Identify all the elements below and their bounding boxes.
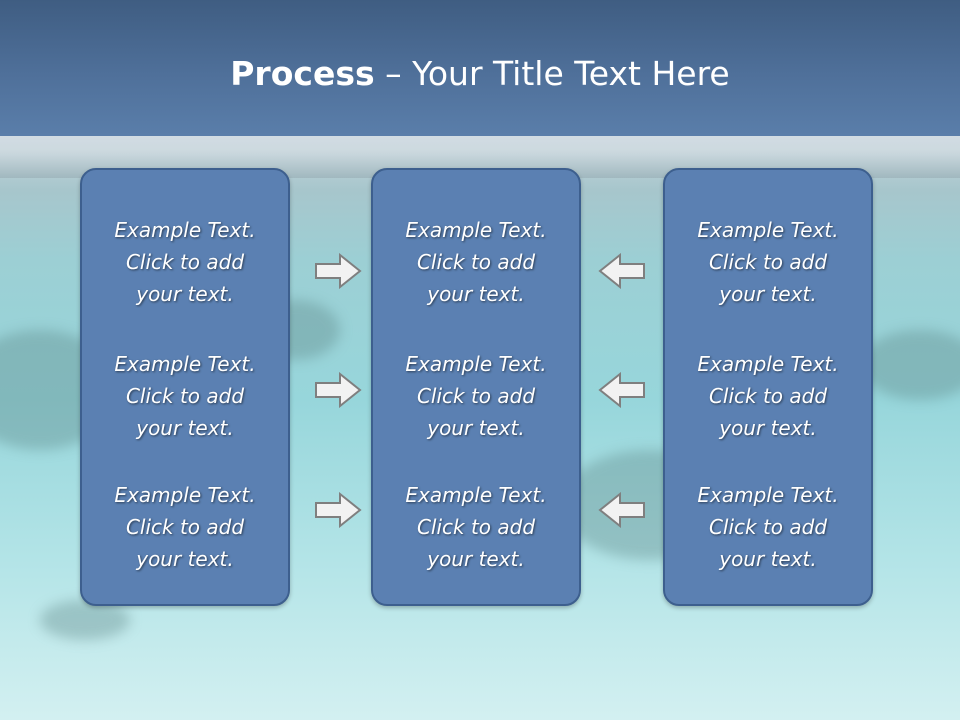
- title-bold: Process: [230, 54, 375, 93]
- text-line: Click to add: [708, 250, 828, 274]
- left-arrow-icon: [598, 253, 645, 289]
- left-arrow-icon: [598, 492, 645, 528]
- text-line: your text.: [719, 547, 817, 571]
- text-line: Example Text.: [114, 352, 256, 376]
- text-line: your text.: [136, 282, 234, 306]
- text-line: Example Text.: [697, 483, 839, 507]
- text-line: Click to add: [125, 384, 245, 408]
- right-arrow-icon: [315, 253, 362, 289]
- text-line: your text.: [136, 547, 234, 571]
- text-line: Example Text.: [405, 218, 547, 242]
- text-line: Example Text.: [114, 218, 256, 242]
- title-bar: [0, 0, 960, 136]
- text-block[interactable]: Example Text. Click to add your text.: [665, 348, 871, 444]
- text-line: your text.: [427, 416, 525, 440]
- left-arrow-icon: [598, 372, 645, 408]
- text-block[interactable]: Example Text. Click to add your text.: [665, 479, 871, 575]
- text-block[interactable]: Example Text. Click to add your text.: [373, 479, 579, 575]
- text-block[interactable]: Example Text. Click to add your text.: [665, 214, 871, 310]
- text-line: your text.: [136, 416, 234, 440]
- text-line: Click to add: [125, 250, 245, 274]
- text-line: your text.: [427, 547, 525, 571]
- text-block[interactable]: Example Text. Click to add your text.: [82, 479, 288, 575]
- title-rest: – Your Title Text Here: [374, 54, 730, 93]
- text-line: Example Text.: [697, 352, 839, 376]
- text-line: Click to add: [416, 515, 536, 539]
- text-line: Click to add: [416, 384, 536, 408]
- text-block[interactable]: Example Text. Click to add your text.: [373, 214, 579, 310]
- text-block[interactable]: Example Text. Click to add your text.: [82, 214, 288, 310]
- text-line: your text.: [719, 416, 817, 440]
- slide-title[interactable]: Process – Your Title Text Here: [0, 52, 960, 96]
- island-shape: [860, 330, 960, 400]
- process-box-left[interactable]: Example Text. Click to add your text. Ex…: [80, 168, 290, 606]
- text-line: Example Text.: [114, 483, 256, 507]
- right-arrow-icon: [315, 372, 362, 408]
- process-box-center[interactable]: Example Text. Click to add your text. Ex…: [371, 168, 581, 606]
- island-shape: [40, 600, 130, 640]
- text-line: Example Text.: [405, 483, 547, 507]
- text-line: Example Text.: [405, 352, 547, 376]
- text-line: Click to add: [708, 384, 828, 408]
- text-line: Click to add: [125, 515, 245, 539]
- text-line: Click to add: [708, 515, 828, 539]
- text-line: your text.: [719, 282, 817, 306]
- right-arrow-icon: [315, 492, 362, 528]
- text-line: Example Text.: [697, 218, 839, 242]
- text-block[interactable]: Example Text. Click to add your text.: [373, 348, 579, 444]
- process-box-right[interactable]: Example Text. Click to add your text. Ex…: [663, 168, 873, 606]
- text-block[interactable]: Example Text. Click to add your text.: [82, 348, 288, 444]
- text-line: Click to add: [416, 250, 536, 274]
- text-line: your text.: [427, 282, 525, 306]
